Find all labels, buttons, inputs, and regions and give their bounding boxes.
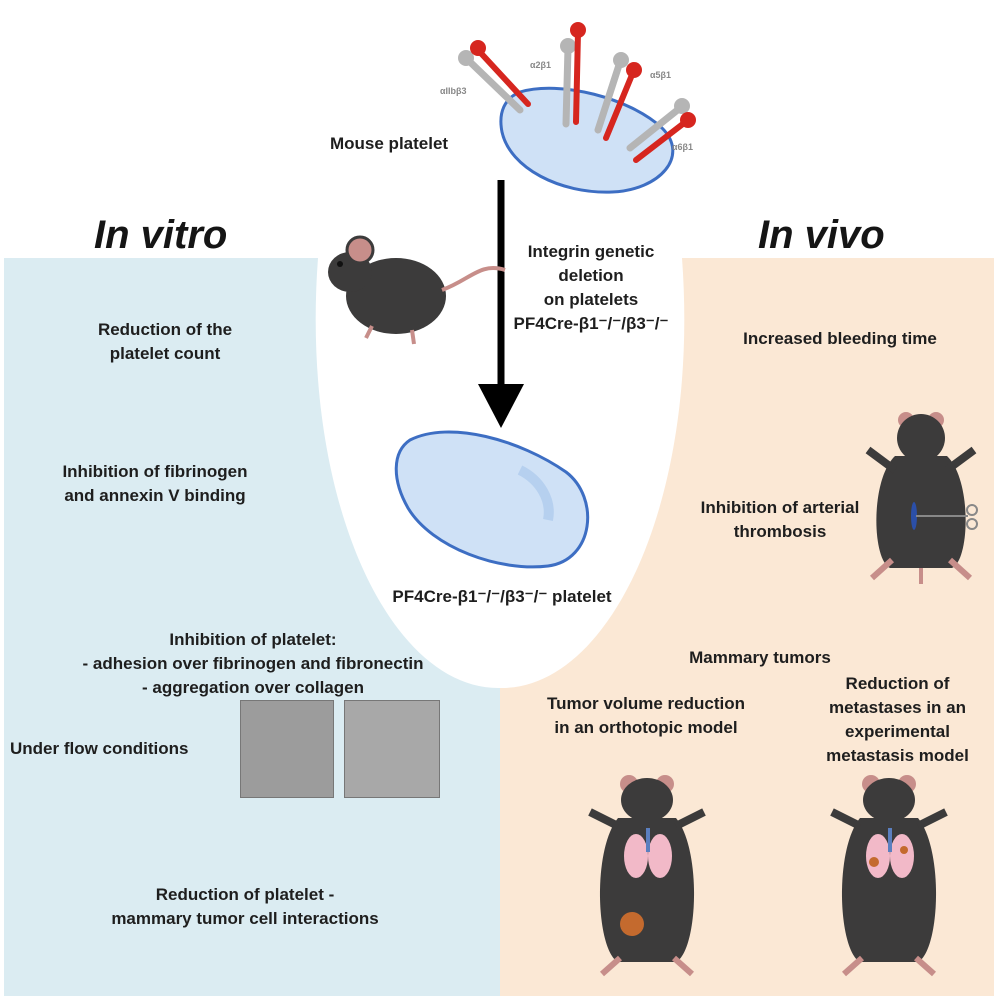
in-vitro-item-binding: Inhibition of fibrinogen and annexin V b…: [62, 462, 248, 505]
metastasis-model-label: Reduction of metastases in an experiment…: [826, 674, 969, 765]
flow-micrograph-control: [240, 700, 334, 798]
mouse-platelet-label: Mouse platelet: [330, 134, 449, 153]
integrin-label-2: α2β1: [530, 60, 552, 70]
flow-micrograph-ko: [344, 700, 440, 798]
arrow-label: Integrin genetic deletion on platelets P…: [513, 242, 669, 333]
integrin-label-1: αIIbβ3: [440, 86, 467, 96]
ko-platelet-label: PF4Cre-β1⁻/⁻/β3⁻/⁻ platelet: [392, 587, 612, 606]
in-vitro-title: In vitro: [94, 213, 228, 257]
mammary-tumors-title: Mammary tumors: [689, 648, 831, 667]
orthotopic-model-label: Tumor volume reduction in an orthotopic …: [546, 694, 746, 737]
under-flow-label: Under flow conditions: [10, 739, 189, 758]
in-vivo-title: In vivo: [758, 213, 885, 257]
integrin-label-4: α6β1: [672, 142, 694, 152]
in-vivo-item-thrombosis: Inhibition of arterial thrombosis: [700, 498, 860, 541]
in-vivo-item-bleeding: Increased bleeding time: [743, 329, 937, 348]
platelet-icon: [499, 86, 675, 194]
in-vitro-item-tumor-interactions: Reduction of platelet - mammary tumor ce…: [111, 885, 379, 928]
integrin-icons: [458, 22, 696, 163]
in-vitro-item-adhesion: Inhibition of platelet: - adhesion over …: [82, 630, 424, 697]
in-vitro-item-platelet-count: Reduction of the platelet count: [97, 320, 233, 363]
integrin-label-3: α5β1: [650, 70, 672, 80]
